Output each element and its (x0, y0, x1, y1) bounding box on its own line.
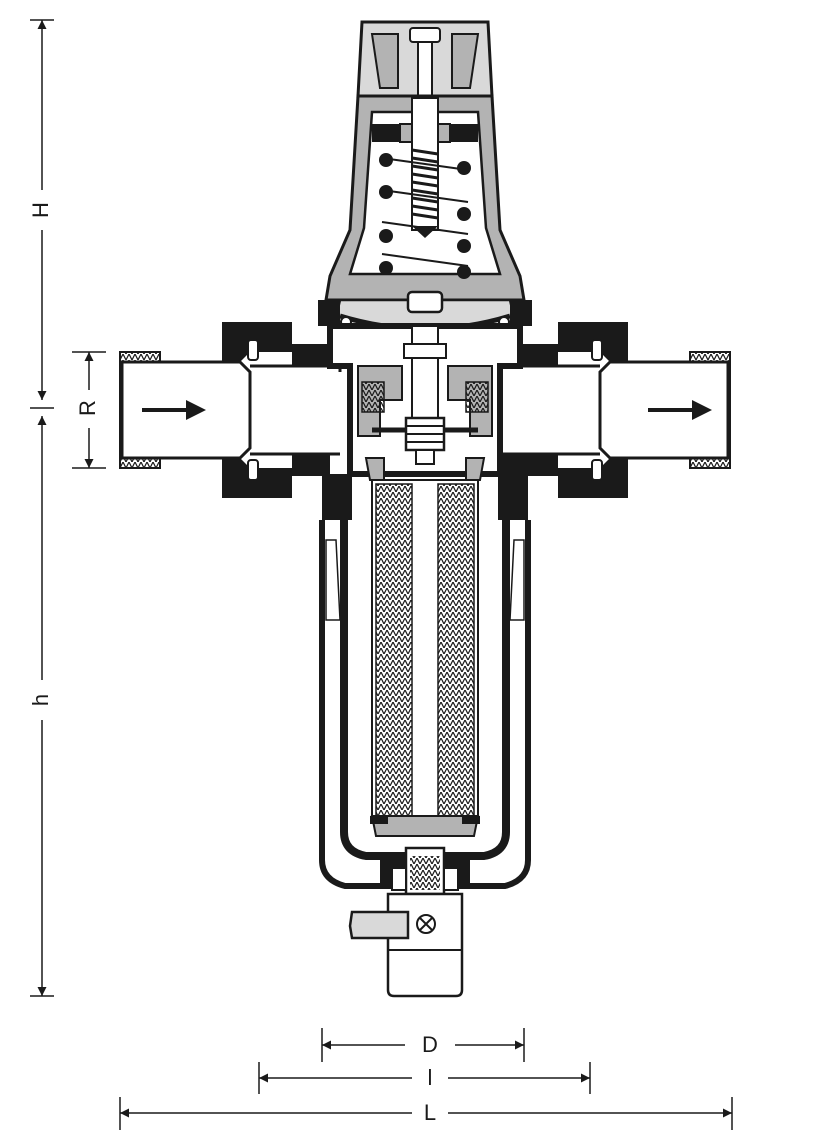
cross-circle-icon (416, 914, 436, 934)
dimension-label-H: H (28, 202, 53, 218)
dimension-L: L (119, 1097, 733, 1130)
dimension-R: R (72, 351, 106, 469)
valve-body (327, 323, 523, 477)
filter-mesh-left (375, 483, 413, 817)
flow-out-arrow (648, 400, 712, 420)
filter-screen (364, 457, 486, 837)
arrow-right-icon (186, 400, 206, 420)
dimension-label-D: D (422, 1032, 438, 1057)
dimension-label-l: l (428, 1065, 433, 1090)
dimension-l: l (258, 1062, 591, 1094)
filter-mesh-right (437, 483, 475, 817)
dimension-label-R: R (75, 400, 100, 416)
drain-valve (348, 846, 470, 998)
dimension-label-h: h (28, 694, 53, 706)
pressure-spring (379, 153, 471, 279)
dimension-label-L: L (424, 1100, 436, 1125)
adjustment-knob (356, 20, 494, 99)
arrow-right-icon (692, 400, 712, 420)
flow-in-arrow (142, 400, 206, 420)
dimension-h: h (28, 416, 54, 997)
dimension-D: D (321, 1028, 525, 1062)
dimension-H: H (28, 19, 54, 400)
adjusting-screw (411, 97, 439, 238)
